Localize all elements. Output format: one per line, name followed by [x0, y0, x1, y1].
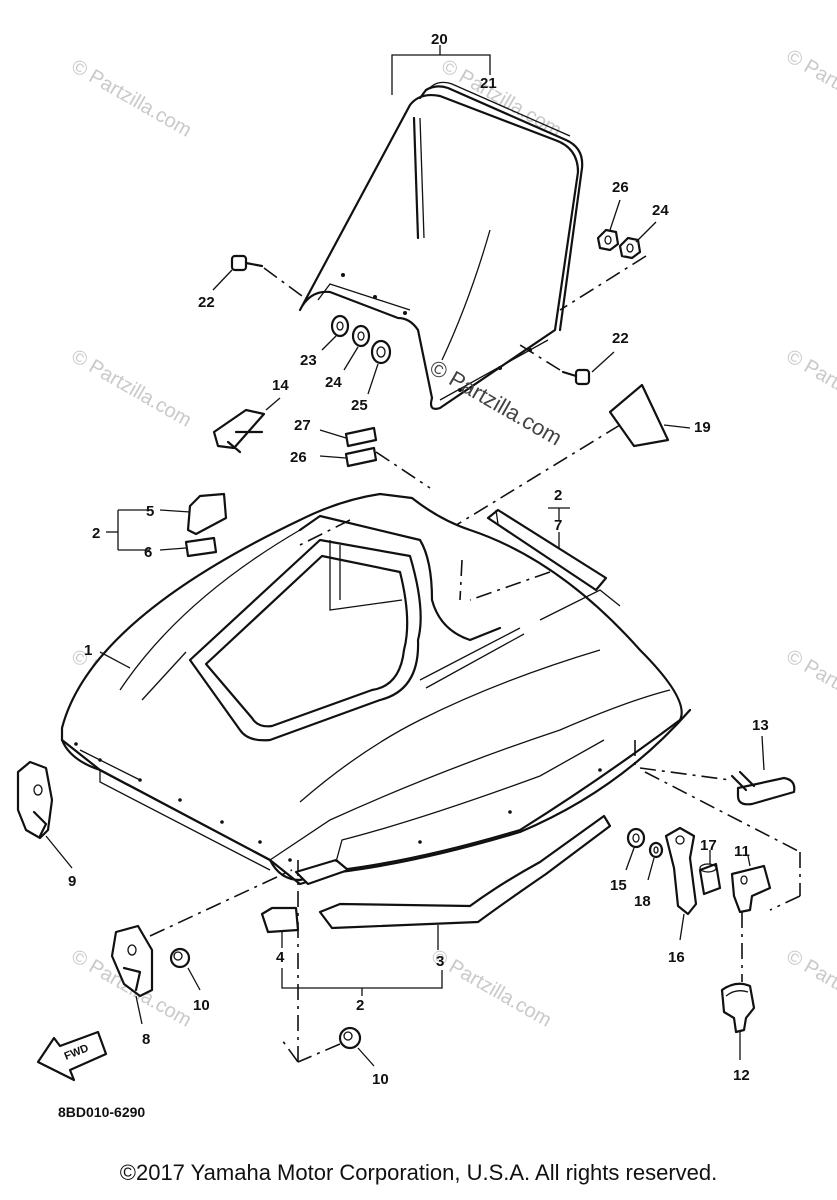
- damper-10b: 10: [281, 860, 389, 1088]
- part-label: 6: [144, 544, 152, 561]
- watermark: © Partzilla.com: [783, 345, 837, 431]
- part-label: 21: [480, 75, 497, 92]
- bolt-22-upper: 22: [198, 254, 303, 311]
- nut-26-upper: 26: [596, 179, 629, 252]
- collar-15: 15: [610, 827, 646, 894]
- part-label: 22: [612, 330, 629, 347]
- damper-10a: 10: [169, 947, 210, 1014]
- watermark: © Partzilla.com: [783, 45, 837, 131]
- part-label: 25: [351, 397, 368, 414]
- washer-18: 18: [634, 841, 664, 910]
- part-label: 3: [436, 953, 444, 970]
- part-label: 8: [142, 1031, 150, 1048]
- watermark: © Partzilla.com: [783, 645, 837, 731]
- drawing-code: 8BD010-6290: [58, 1104, 145, 1120]
- part-label: 10: [372, 1071, 389, 1088]
- part-label: 20: [431, 31, 448, 48]
- part-label: 7: [554, 517, 562, 534]
- mounting-hole: [458, 388, 462, 392]
- mounting-hole: [403, 311, 407, 315]
- watermark: © Partzilla.com: [428, 945, 556, 1031]
- washer-23: 23: [300, 314, 350, 369]
- spacer-17: 17: [698, 837, 722, 896]
- part-label: 23: [300, 352, 317, 369]
- latch-9: 9: [16, 760, 76, 890]
- bracket-11: 11: [730, 843, 801, 982]
- copyright-notice: ©2017 Yamaha Motor Corporation, U.S.A. A…: [119, 1160, 718, 1185]
- watermark: © Partzilla.com: [783, 945, 837, 1031]
- part-label: 15: [610, 877, 627, 894]
- part-label: 9: [68, 873, 76, 890]
- part-label: 12: [733, 1067, 750, 1084]
- rivet: [508, 810, 512, 814]
- rivet: [138, 778, 142, 782]
- part-label: 1: [84, 642, 92, 659]
- latch-8: 8: [110, 869, 293, 1048]
- rivet: [98, 758, 102, 762]
- pad-group-2-bottom: 4 3 2: [260, 739, 612, 1014]
- part-label: 27: [294, 417, 311, 434]
- part-label: 13: [752, 717, 769, 734]
- rivet: [598, 768, 602, 772]
- part-label: 4: [276, 949, 285, 966]
- lever-16: 16: [664, 826, 698, 966]
- hinge-14: 14: [212, 377, 289, 454]
- bolt-22-lower: 22: [519, 330, 629, 386]
- pad-group-2-right: 2 7: [486, 487, 608, 592]
- watermark: © Partzilla.com: [68, 55, 196, 141]
- part-label: 22: [198, 294, 215, 311]
- decal-27: 27: [294, 417, 378, 448]
- hood: 1: [60, 492, 801, 886]
- mounting-hole: [498, 366, 502, 370]
- part-label: 26: [612, 179, 629, 196]
- washer-24-upper: 24: [559, 202, 669, 311]
- part-label: 5: [146, 503, 154, 520]
- part-label: 18: [634, 893, 651, 910]
- rivet: [288, 858, 292, 862]
- part-label: 16: [668, 949, 685, 966]
- rivet: [178, 798, 182, 802]
- part-label: 17: [700, 837, 717, 854]
- pad-group-2-left: 2 5 6: [92, 492, 228, 561]
- rivet: [418, 840, 422, 844]
- grommet-25: 25: [351, 339, 392, 414]
- part-label: 24: [325, 374, 342, 391]
- part-label: 26: [290, 449, 307, 466]
- hook-13: 13: [730, 717, 796, 806]
- part-label: 10: [193, 997, 210, 1014]
- mounting-hole: [373, 295, 377, 299]
- washer-24-lower: 24: [325, 324, 371, 391]
- part-label: 14: [272, 377, 289, 394]
- knob-12: 12: [720, 982, 756, 1084]
- group-bracket-20: 20 21: [391, 31, 497, 95]
- part-label: 11: [734, 843, 750, 860]
- part-label: 2: [92, 525, 100, 542]
- mounting-hole: [341, 273, 345, 277]
- part-label: 19: [694, 419, 711, 436]
- windshield: [298, 81, 584, 410]
- part-label: 24: [652, 202, 669, 219]
- rivet: [220, 820, 224, 824]
- fwd-arrow-icon: FWD: [36, 1030, 108, 1082]
- rivet: [74, 742, 78, 746]
- watermark: © Partzilla.com: [68, 345, 196, 431]
- part-label: 2: [356, 997, 364, 1014]
- rivet: [258, 840, 262, 844]
- part-label: 2: [554, 487, 562, 504]
- label-19: 19: [439, 383, 711, 536]
- decal-26: 26: [290, 446, 431, 489]
